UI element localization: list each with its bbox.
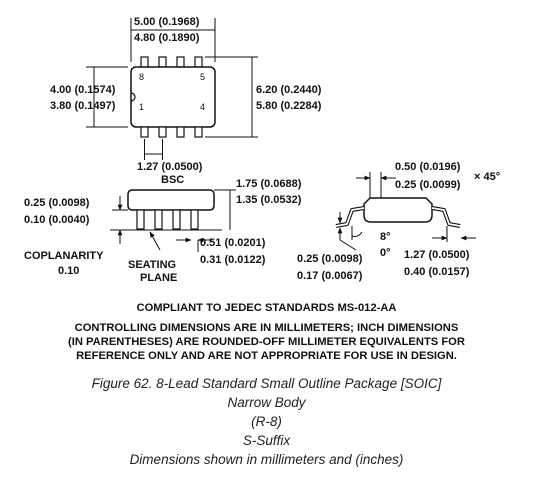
top-pin-4: [194, 126, 203, 138]
top-pin-8: [140, 56, 149, 68]
thickness-leader: [339, 239, 357, 251]
coplanarity-label: COPLANARITY: [24, 250, 104, 262]
package-body-top: [130, 66, 216, 128]
side-view: 0.25 (0.0098) 0.10 (0.0040) COPLANARITY …: [24, 178, 302, 284]
width-min-label: 3.80 (0.1497): [50, 100, 116, 112]
thickness-max-label: 0.25 (0.0098): [297, 253, 363, 265]
controlling-note-line-2: (IN PARENTHESES) ARE ROUNDED-OFF MILLIME…: [68, 336, 465, 348]
pitch-label: 1.27 (0.0500): [137, 161, 203, 173]
controlling-note-line-1: CONTROLLING DIMENSIONS ARE IN MILLIMETER…: [74, 322, 459, 334]
caption-units: Dimensions shown in millimeters and (inc…: [129, 452, 404, 467]
top-pin-5: [194, 56, 203, 68]
top-pin-3: [176, 126, 185, 138]
width-max-label: 4.00 (0.1574): [50, 84, 116, 96]
caption-package-code: (R-8): [251, 414, 282, 429]
top-view: 5.00 (0.1968) 4.80 (0.1890) 8 5 1 4 4.00…: [50, 16, 322, 186]
seating-plane-label-line1: SEATING: [128, 259, 176, 271]
side-lead-1: [136, 209, 145, 230]
length-max-label: 5.00 (0.1968): [134, 16, 200, 28]
end-view: 0.50 (0.0196) 0.25 (0.0099) × 45° 0.25 (…: [297, 161, 500, 282]
side-lead-3: [172, 209, 181, 230]
top-pin-6: [176, 56, 185, 68]
top-pin-1: [140, 126, 149, 138]
overall-min-label: 5.80 (0.2284): [256, 100, 322, 112]
package-body-end: [363, 197, 433, 223]
foot-length-max-label: 1.27 (0.0500): [404, 249, 470, 261]
package-body-side: [127, 189, 215, 211]
foot-length-min-label: 0.40 (0.0157): [404, 266, 470, 278]
length-min-label: 4.80 (0.1890): [134, 32, 200, 44]
standoff-min-label: 0.10 (0.0040): [24, 214, 90, 226]
end-lead-left-inner: [335, 207, 365, 227]
caption-body-type: Narrow Body: [227, 395, 306, 410]
lead-width-max-label: 0.51 (0.0201): [200, 237, 266, 249]
controlling-dimensions-note: CONTROLLING DIMENSIONS ARE IN MILLIMETER…: [0, 321, 533, 363]
caption-title: Figure 62. 8-Lead Standard Small Outline…: [91, 376, 442, 391]
side-lead-2: [154, 209, 163, 230]
top-pin-2: [158, 126, 167, 138]
height-min-label: 1.35 (0.0532): [236, 194, 302, 206]
angle-max-label: 8°: [380, 231, 391, 243]
lead-width-min-label: 0.31 (0.0122): [200, 254, 266, 266]
thickness-min-label: 0.17 (0.0067): [297, 270, 363, 282]
seating-plane-leader: [149, 231, 161, 251]
chamfer-max-label: 0.50 (0.0196): [395, 161, 461, 173]
caption-suffix: S-Suffix: [242, 433, 291, 448]
chamfer-min-label: 0.25 (0.0099): [395, 179, 461, 191]
pin1-notch: [130, 92, 136, 102]
side-lead-4: [190, 209, 199, 230]
seating-plane-label-line2: PLANE: [140, 272, 177, 284]
top-pin-7: [158, 56, 167, 68]
overall-max-label: 6.20 (0.2440): [256, 84, 322, 96]
height-max-label: 1.75 (0.0688): [236, 178, 302, 190]
coplanarity-value: 0.10: [58, 265, 79, 277]
figure-caption: Figure 62. 8-Lead Standard Small Outline…: [0, 374, 533, 469]
pin-4-label: 4: [200, 102, 205, 112]
pitch-suffix-label: BSC: [161, 174, 184, 186]
angle-arc: [351, 231, 363, 237]
controlling-note-line-3: REFERENCE ONLY AND ARE NOT APPROPRIATE F…: [76, 350, 457, 362]
end-lead-right-inner: [431, 207, 461, 227]
package-drawing: 5.00 (0.1968) 4.80 (0.1890) 8 5 1 4 4.00…: [24, 16, 500, 284]
pin-8-label: 8: [139, 72, 144, 82]
jedec-note: COMPLIANT TO JEDEC STANDARDS MS-012-AA: [136, 302, 397, 314]
standoff-max-label: 0.25 (0.0098): [24, 197, 90, 209]
angle-min-label: 0°: [380, 247, 391, 259]
chamfer-angle-label: × 45°: [474, 171, 500, 183]
pin-5-label: 5: [200, 72, 205, 82]
pin-1-label: 1: [139, 102, 144, 112]
